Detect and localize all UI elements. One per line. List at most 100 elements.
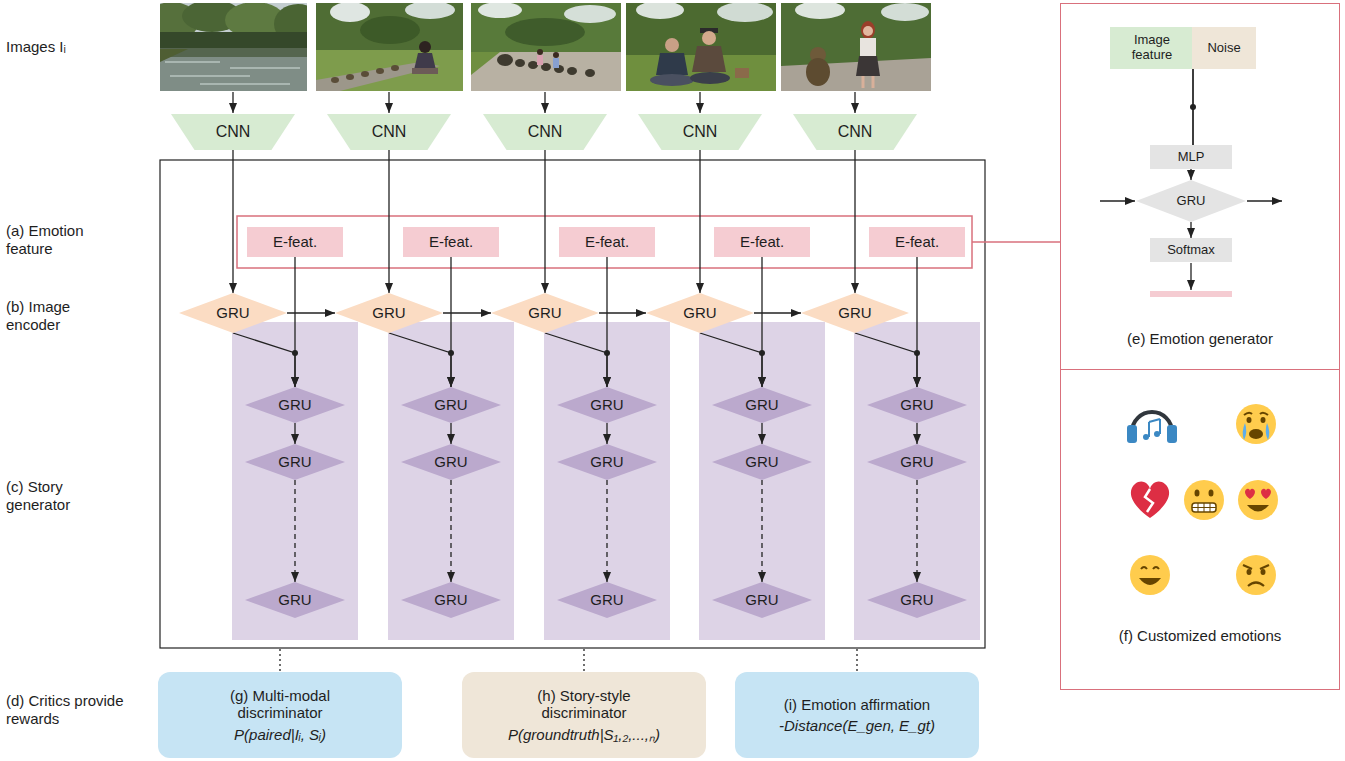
- node-text: P(paired|Iᵢ, Sᵢ): [234, 726, 326, 743]
- shape-fill: [245, 387, 345, 423]
- node-text: -Distance(E_gen, E_gt): [779, 717, 935, 734]
- connector: [232, 150, 233, 293]
- encoder-gru: GRU: [491, 293, 599, 333]
- photo: [471, 3, 621, 91]
- encoder-gru: GRU: [179, 293, 287, 333]
- encoder-gru: GRU: [801, 293, 909, 333]
- photo: [781, 3, 931, 91]
- shape-fill: [179, 293, 287, 333]
- critic-box: (i) Emotion affirmation-Distance(E_gen, …: [735, 672, 979, 758]
- connector: [388, 150, 389, 293]
- node-text: E-feat.: [740, 233, 784, 250]
- connector: [916, 257, 917, 387]
- connector: [761, 257, 762, 387]
- story-gru: GRU: [867, 444, 967, 480]
- node-text: Noise: [1207, 41, 1240, 56]
- node-text: Softmax: [1167, 243, 1215, 258]
- emotion-feature-box: E-feat.: [869, 227, 965, 257]
- connector: [754, 312, 801, 313]
- connector: [443, 312, 491, 313]
- story-gru: GRU: [867, 387, 967, 423]
- story-gru: GRU: [712, 444, 812, 480]
- node-text: GRU: [683, 304, 716, 321]
- row-label: (a) Emotion feature: [6, 222, 124, 258]
- shape-fill: [245, 582, 345, 618]
- cnn-block: CNN: [638, 114, 762, 150]
- input-box: Image feature: [1110, 27, 1194, 69]
- connector: [854, 150, 855, 293]
- shape-fill: [171, 114, 295, 150]
- connector: [294, 480, 295, 582]
- emotion-feature-box: E-feat.: [714, 227, 810, 257]
- photo: [626, 3, 776, 91]
- node-text: GRU: [372, 304, 405, 321]
- node-text: GRU: [528, 304, 561, 321]
- node-text: P(groundtruth|S₁,₂,...,ₙ): [508, 726, 660, 743]
- emotion-feature-box: E-feat.: [247, 227, 343, 257]
- cnn-block: CNN: [483, 114, 607, 150]
- node-text: GRU: [745, 591, 778, 608]
- shape-fill: [491, 293, 599, 333]
- node-text: GRU: [216, 304, 249, 321]
- node-text: GRU: [434, 591, 467, 608]
- row-label: Images Iᵢ: [6, 38, 66, 56]
- shape-fill: [867, 582, 967, 618]
- node-text: (e) Emotion generator: [1127, 330, 1273, 347]
- gru-diamond: GRU: [1136, 180, 1246, 222]
- node-text: GRU: [1177, 194, 1206, 209]
- connector: [916, 423, 917, 444]
- connector: [761, 480, 762, 582]
- node-text: CNN: [372, 123, 407, 141]
- connector: [606, 423, 607, 444]
- broken-heart-emoji: [1131, 482, 1169, 518]
- shape-fill: [557, 387, 657, 423]
- photo-arrows: [233, 92, 855, 113]
- shape-fill: [327, 114, 451, 150]
- heart-eyes-emoji: [1238, 480, 1278, 520]
- process-box: Softmax: [1150, 238, 1232, 262]
- encoder-gru: GRU: [646, 293, 754, 333]
- connector: [1192, 69, 1193, 145]
- critic-box: (g) Multi-modal discriminatorP(paired|Iᵢ…: [158, 672, 402, 758]
- row-label: (c) Story generator: [6, 478, 124, 514]
- shape-fill: [867, 387, 967, 423]
- story-gru: GRU: [245, 387, 345, 423]
- node-text: CNN: [838, 123, 873, 141]
- shape-fill: [867, 444, 967, 480]
- node-text: (g) Multi-modal discriminator: [205, 687, 355, 722]
- node-text: GRU: [590, 591, 623, 608]
- connector: [450, 257, 451, 387]
- emotion-output-bar: [1150, 291, 1232, 297]
- node-text: MLP: [1178, 150, 1205, 165]
- angry-emoji: [1236, 555, 1276, 595]
- node-text: CNN: [216, 123, 251, 141]
- emotion-feature-box: E-feat.: [559, 227, 655, 257]
- story-gru: GRU: [557, 387, 657, 423]
- shape-fill: [401, 582, 501, 618]
- connector: [389, 333, 451, 387]
- connector: [545, 333, 607, 387]
- shape-fill: [712, 444, 812, 480]
- node-text: (f) Customized emotions: [1119, 627, 1282, 644]
- node-text: GRU: [278, 591, 311, 608]
- story-gru: GRU: [245, 444, 345, 480]
- connector: [233, 333, 295, 387]
- shape-fill: [401, 444, 501, 480]
- cnn-block: CNN: [171, 114, 295, 150]
- shape-fill: [335, 293, 443, 333]
- story-gru: GRU: [401, 444, 501, 480]
- connector: [450, 480, 451, 582]
- shape-fill: [557, 582, 657, 618]
- connector: [699, 150, 700, 293]
- connector: [855, 333, 917, 387]
- grimace-emoji: [1184, 480, 1224, 520]
- story-gru: GRU: [401, 582, 501, 618]
- node-text: E-feat.: [429, 233, 473, 250]
- node-text: Image feature: [1117, 33, 1187, 63]
- shape-fill: [793, 114, 917, 150]
- connector: [916, 480, 917, 582]
- connector: [700, 333, 762, 387]
- critic-links: [280, 649, 857, 671]
- input-box: Noise: [1192, 27, 1256, 69]
- shape-fill: [712, 387, 812, 423]
